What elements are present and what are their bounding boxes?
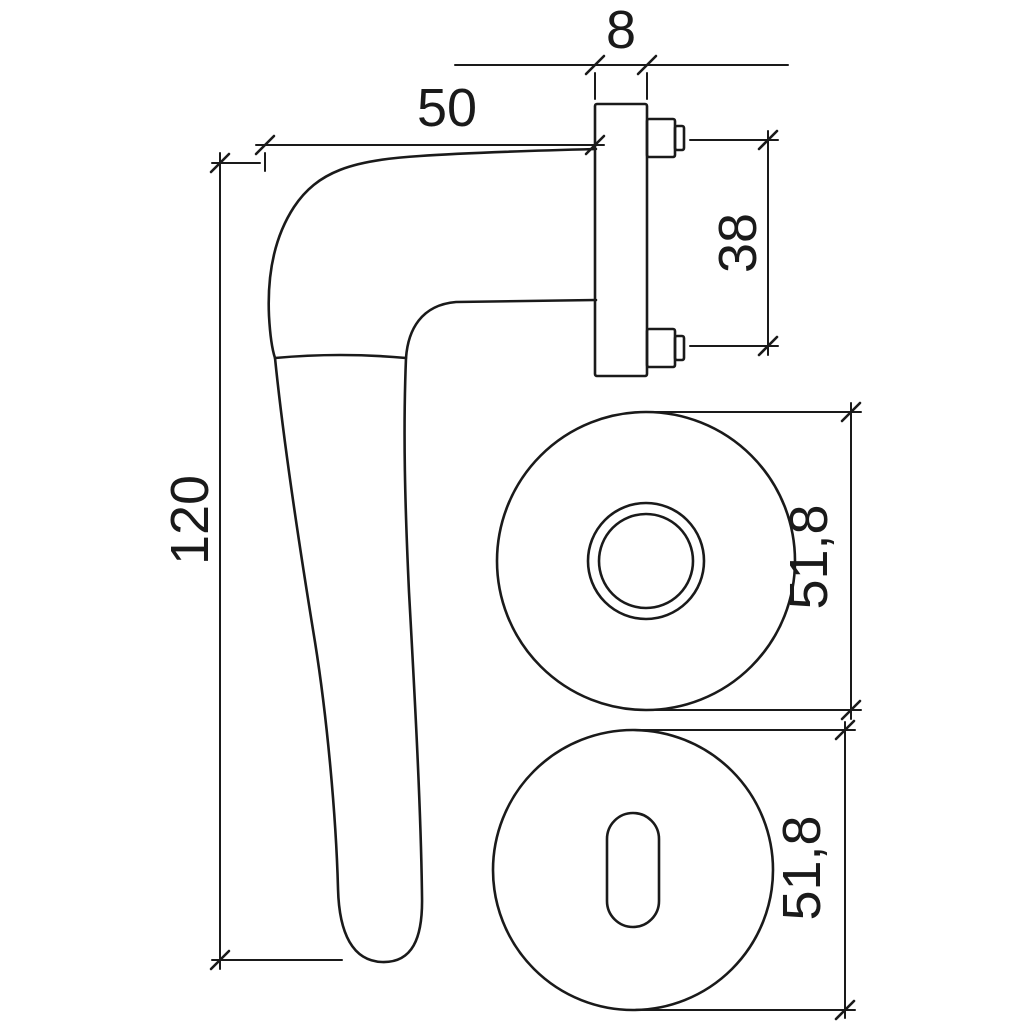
- dim-50-label: 50: [417, 78, 477, 138]
- rosette-top: [495, 410, 797, 712]
- rosette-bottom-outline: [491, 728, 775, 1012]
- fixing-screw-bottom-tip: [673, 334, 686, 362]
- dimension-rosette-bottom-diameter: 51,8: [640, 719, 856, 1021]
- keyhole-slot: [605, 811, 661, 929]
- dim-38-tick-top: [757, 129, 779, 151]
- dim-50-tick-right: [584, 134, 606, 156]
- fixing-screw-top-body: [645, 117, 677, 159]
- dim-8-label: 8: [606, 0, 636, 60]
- fixing-screw-top-tip: [673, 124, 686, 152]
- dim-518-bottom-tick-bottom: [834, 999, 856, 1021]
- fixing-screw-bottom: [645, 327, 686, 369]
- handle-joint-line: [273, 353, 408, 360]
- rosette-bottom: [491, 728, 775, 1012]
- dim-50-tick-left: [254, 134, 276, 156]
- handle-side-view: [267, 102, 686, 964]
- dim-120-label: 120: [160, 475, 220, 565]
- dim-8-tick-right: [636, 54, 658, 76]
- handle-plate: [593, 102, 649, 378]
- rosette-top-bore-inner: [597, 512, 695, 610]
- dimension-fixing-spacing: 38: [689, 129, 779, 357]
- dim-120-tick-top: [209, 152, 231, 174]
- handle-lever: [267, 147, 598, 964]
- dim-518-top-tick-top: [840, 401, 862, 423]
- dim-120-tick-bottom: [209, 949, 231, 971]
- dim-518-bottom-label: 51,8: [772, 815, 832, 920]
- dimension-handle-length: 120: [160, 152, 343, 971]
- dimension-projection: 50: [254, 78, 606, 172]
- dimension-plate-width: 8: [454, 0, 789, 100]
- fixing-screw-top: [645, 117, 686, 159]
- dim-518-bottom-tick-top: [834, 719, 856, 741]
- dim-8-tick-left: [584, 54, 606, 76]
- dim-38-tick-bottom: [757, 335, 779, 357]
- rosette-top-bore-outer: [586, 501, 706, 621]
- dim-518-top-tick-bottom: [840, 699, 862, 721]
- dim-518-top-label: 51,8: [779, 504, 839, 609]
- rosette-top-outline: [495, 410, 797, 712]
- dim-38-label: 38: [708, 213, 768, 273]
- dimension-rosette-top-diameter: 51,8: [653, 401, 862, 721]
- fixing-screw-bottom-body: [645, 327, 677, 369]
